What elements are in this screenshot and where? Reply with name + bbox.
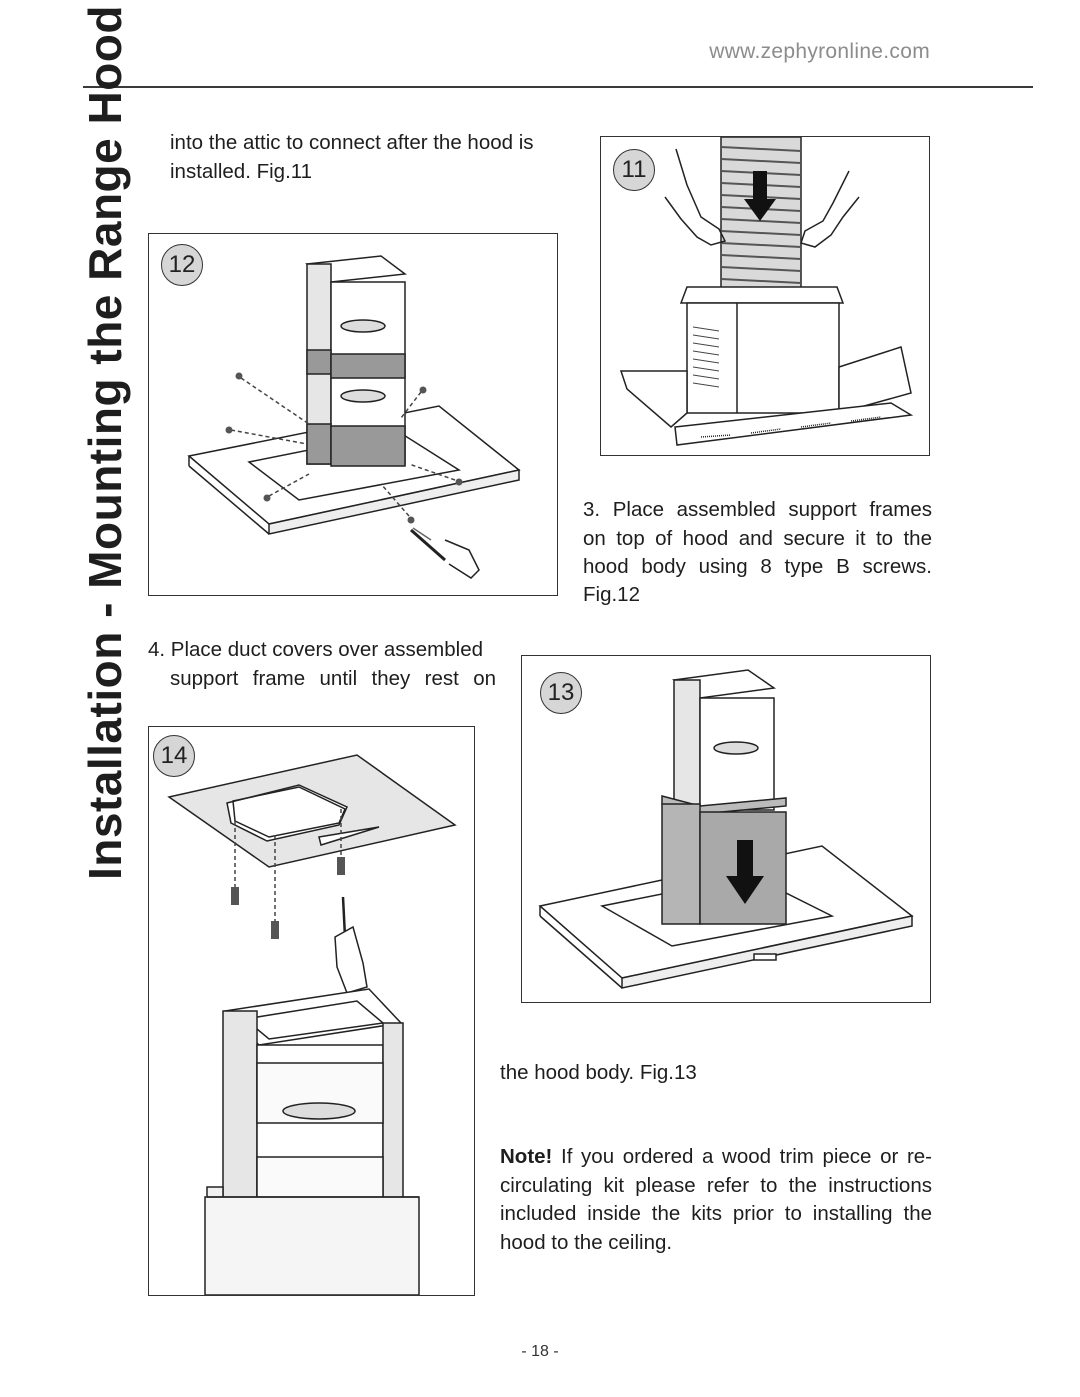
figure-number-badge: 13 <box>540 672 582 714</box>
note-label: Note! <box>500 1145 553 1168</box>
ceiling-bracket-illustration <box>167 754 457 1295</box>
attic-paragraph: into the attic to connect after the hood… <box>170 129 580 186</box>
step-4-line-1: 4. Place duct covers over assembled <box>148 638 483 661</box>
step-4-line-3: the hood body. Fig.13 <box>500 1061 697 1084</box>
step-3-line-1: 3. Place assembled support frames <box>583 498 932 521</box>
figure-14: 14 <box>148 726 475 1296</box>
note-line-2: circulating kit please refer to the inst… <box>500 1173 932 1197</box>
website-url: www.zephyronline.com <box>709 40 930 63</box>
figure-12: 12 <box>148 233 558 596</box>
note-line-1: Note! If you ordered a wood trim piece o… <box>500 1143 932 1172</box>
figure-11: 11 <box>600 136 930 456</box>
step-3-line-3: hood body using 8 type B screws. <box>583 555 932 578</box>
note-line-1-text: If you ordered a wood trim piece or re- <box>552 1145 932 1168</box>
step-3-line-2: on top of hood and secure it to the <box>583 526 932 550</box>
figure-13: 13 <box>521 655 931 1003</box>
figure-number-badge: 11 <box>613 149 655 191</box>
step-4-paragraph: 4. Place duct covers over assembled supp… <box>148 636 496 693</box>
support-frame-on-hood-illustration <box>187 255 521 579</box>
figure-number-badge: 14 <box>153 735 195 777</box>
note-paragraph: Note! If you ordered a wood trim piece o… <box>500 1143 932 1257</box>
step-4-line-2: support frame until they rest on <box>170 666 496 690</box>
note-line-3: included inside the kits prior to instal… <box>500 1202 932 1225</box>
duct-connection-illustration <box>619 137 914 446</box>
attic-line-1: into the attic to connect after the hood… <box>170 131 534 154</box>
step-3-line-4: Fig.12 <box>583 583 640 606</box>
header-rule <box>83 86 1033 88</box>
duct-cover-illustration <box>538 669 914 989</box>
step-3-paragraph: 3. Place assembled support frames on top… <box>583 496 932 582</box>
section-title: Installation - Mounting the Range Hood <box>79 4 131 880</box>
figure-number-badge: 12 <box>161 244 203 286</box>
page-number: - 18 - <box>521 1343 559 1360</box>
attic-line-2: installed. Fig.11 <box>170 159 313 183</box>
note-line-4: hood to the ceiling. <box>500 1230 673 1254</box>
